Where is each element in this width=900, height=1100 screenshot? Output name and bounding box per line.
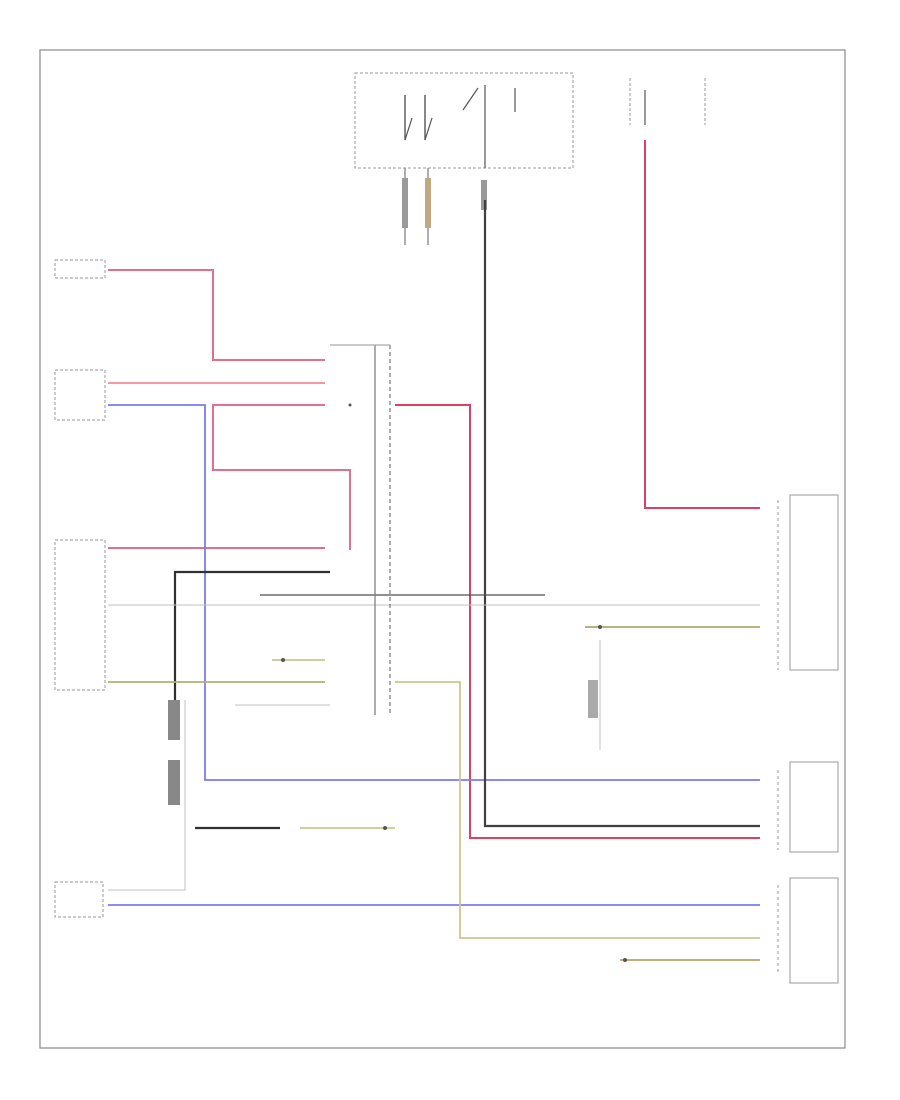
component-left-2 (54, 369, 106, 421)
blue-wire-1 (108, 404, 760, 781)
yellow-wire-3 (395, 681, 760, 939)
fuse-box-top-right (629, 78, 706, 125)
relay-box-top (354, 72, 574, 169)
inline-connectors (168, 680, 598, 805)
gray-wire-2 (108, 700, 186, 891)
component-bottom-left (54, 881, 104, 918)
gray-wires (108, 604, 760, 891)
blue-wires (108, 404, 760, 906)
black-wire-3 (483, 200, 760, 828)
diagram-border (39, 49, 846, 1049)
junction-block-center (330, 344, 391, 715)
splice-points (281, 403, 627, 962)
pink-wire-1 (108, 269, 325, 361)
right-module-2 (777, 761, 839, 853)
pink-wires (108, 140, 760, 839)
component-top-left (54, 259, 106, 279)
connector-stubs-top (402, 168, 487, 245)
right-module-3 (777, 877, 839, 984)
pink-wire-3 (212, 404, 351, 550)
black-wires (173, 200, 760, 830)
pink-wire-6 (644, 140, 760, 509)
right-module-1 (777, 494, 839, 671)
pink-wire-4 (395, 404, 760, 839)
left-components (54, 259, 106, 918)
yellow-wires (108, 626, 760, 961)
component-left-3 (54, 539, 106, 691)
black-wire-1 (173, 570, 330, 720)
